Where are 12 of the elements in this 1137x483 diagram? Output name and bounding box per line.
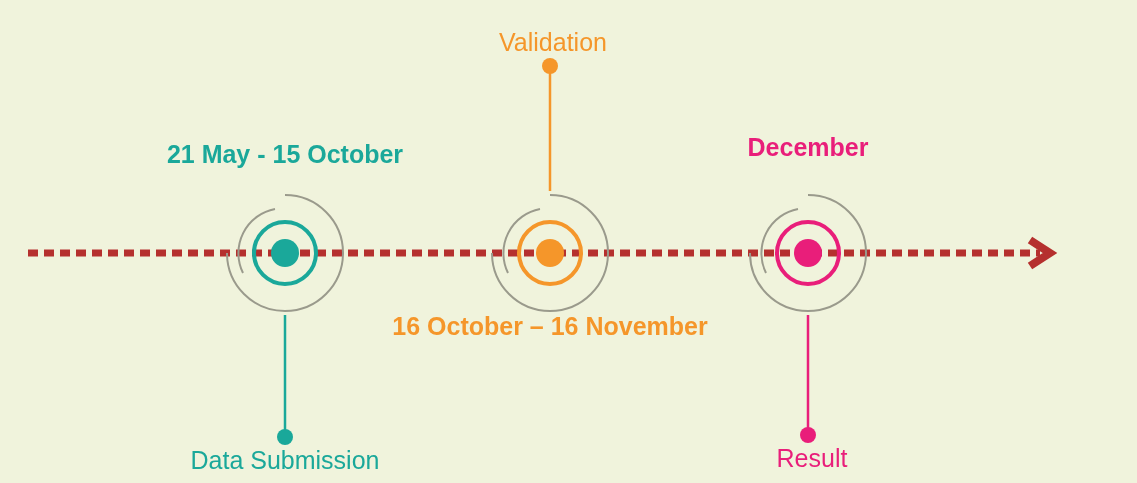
milestone-label: Result	[776, 444, 848, 473]
date-label: 21 May - 15 October	[166, 140, 404, 169]
leader-line	[277, 315, 293, 445]
target-marker	[488, 191, 612, 315]
milestone-label: Validation	[499, 28, 607, 57]
leader-line	[542, 58, 558, 191]
date-label: 16 October – 16 November	[392, 312, 708, 341]
leader-line	[800, 315, 816, 443]
milestone-label: Data Submission	[190, 446, 380, 475]
date-label: December	[747, 133, 869, 162]
target-marker	[746, 191, 870, 315]
target-marker	[223, 191, 347, 315]
